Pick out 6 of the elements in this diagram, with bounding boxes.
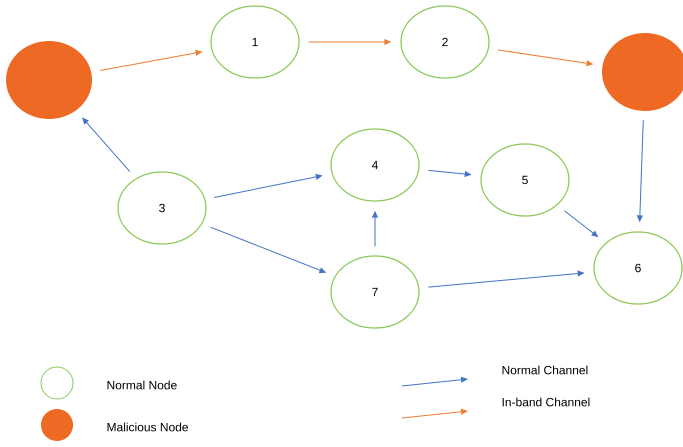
legend-label: Malicious Node <box>108 422 188 432</box>
malicious-node <box>6 41 92 119</box>
legend-label: In-band Channel <box>502 398 590 406</box>
legend-label: Normal Node <box>108 380 177 390</box>
malicious-node <box>602 33 683 111</box>
legend-label: Normal Channel <box>502 366 588 374</box>
